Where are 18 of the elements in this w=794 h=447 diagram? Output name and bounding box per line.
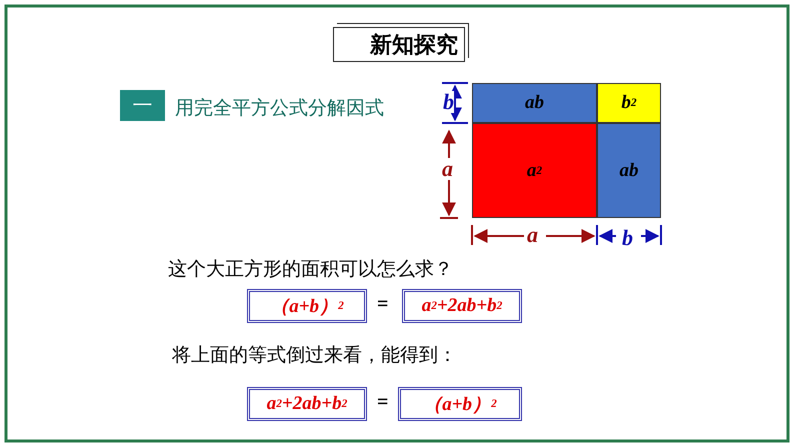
instruction-text: 将上面的等式倒过来看，能得到： xyxy=(172,343,457,368)
formula-box: （a+b）$^{2}$ xyxy=(247,289,367,323)
equals-sign: = xyxy=(377,293,388,316)
question-text: 这个大正方形的面积可以怎么求？ xyxy=(168,257,453,282)
formula-box: a$^{2}$+2ab+b$^{2}$ xyxy=(402,289,522,323)
dimension-label: b xyxy=(443,91,454,113)
area-cell: a$^{2}$ xyxy=(472,123,597,218)
formula-box: （a+b）$^{2}$ xyxy=(398,387,522,421)
formula-box: a$^{2}$+2ab+b$^{2}$ xyxy=(247,387,367,421)
section-heading: 用完全平方公式分解因式 xyxy=(175,96,384,121)
area-cell: ab xyxy=(597,123,661,218)
dimension-label: b xyxy=(622,227,633,249)
equals-sign: = xyxy=(377,391,388,414)
section-number: 一 xyxy=(120,90,165,121)
dimension-label: a xyxy=(442,158,453,180)
dimension-label: a xyxy=(527,224,538,246)
area-cell: ab xyxy=(472,83,597,123)
area-cell: b$^{2}$ xyxy=(597,83,661,123)
